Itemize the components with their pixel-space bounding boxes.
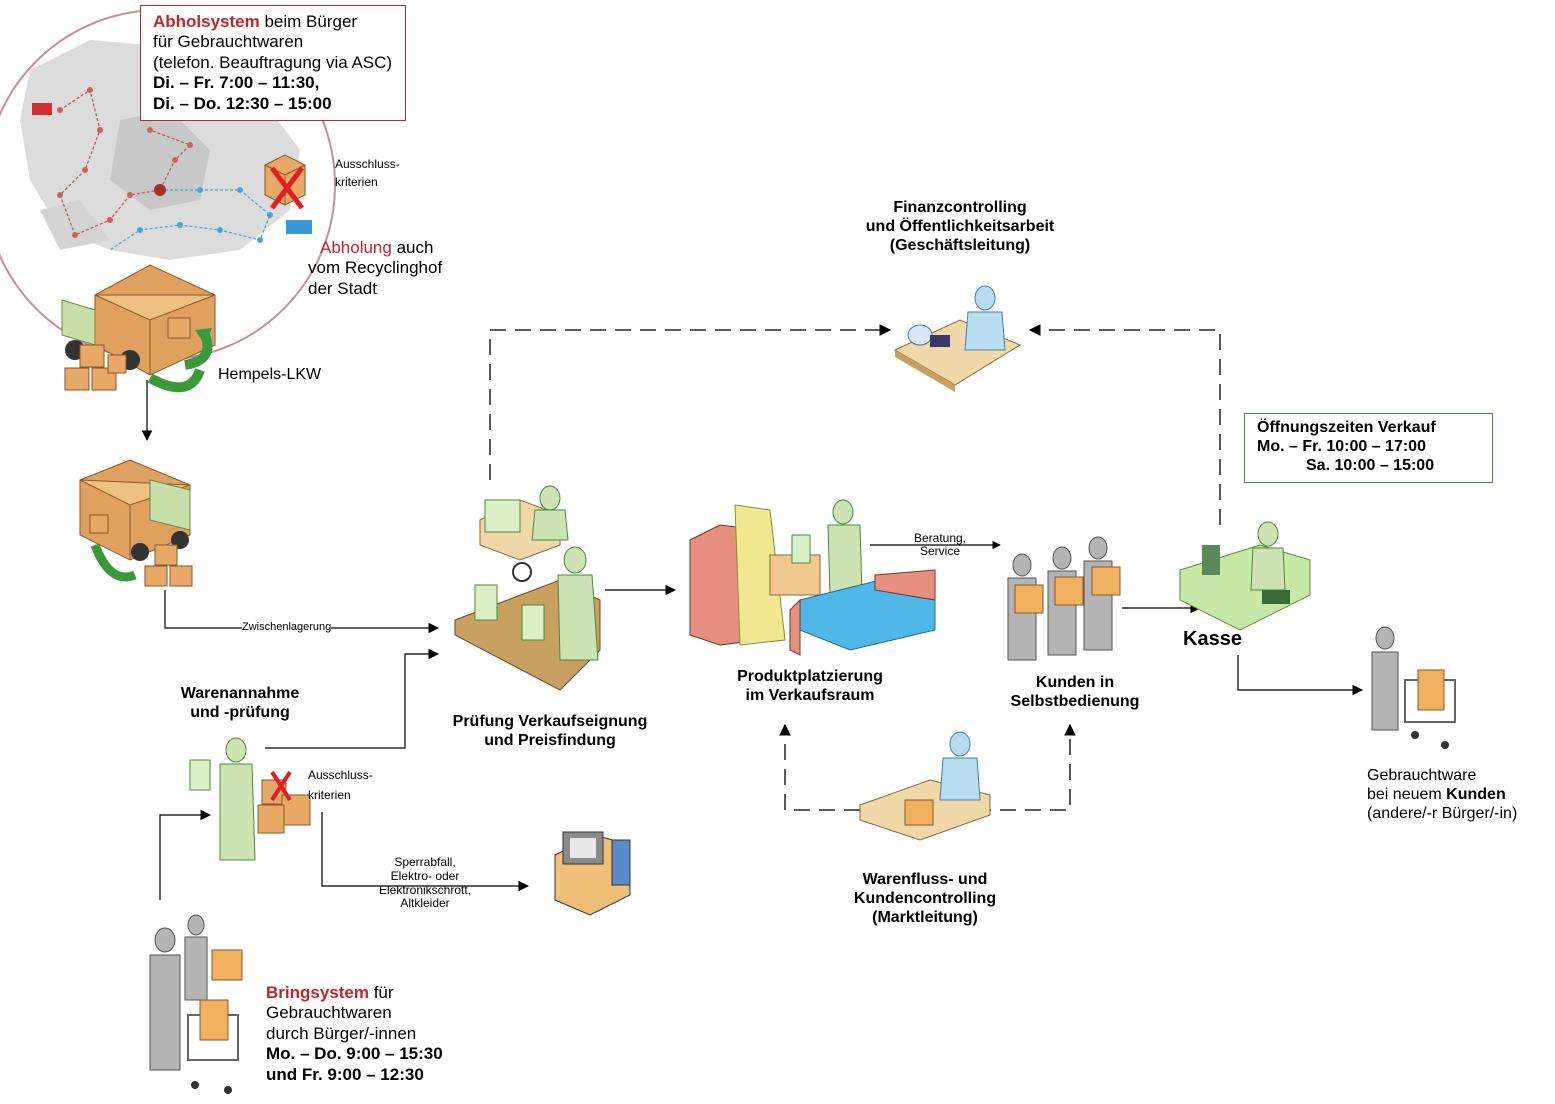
exclusion-top-line1: Ausschluss- [335, 157, 400, 171]
advice-label: Beratung, Service [895, 531, 985, 559]
control-arrows [489, 324, 1221, 811]
disposal-label: Sperrabfall, Elektro- oder Elektroniksch… [355, 855, 495, 911]
bring-line2: Gebrauchtwaren [266, 1003, 392, 1023]
exclusion-mid-line1: Ausschluss- [308, 768, 373, 782]
new-customer-line3: (andere/-r Bürger/-in) [1367, 805, 1518, 823]
finance-desk-icon [893, 285, 1022, 392]
customers-line1: Kunden in [1035, 674, 1115, 691]
sale-hours-box: Öffnungszeiten Verkauf Mo. – Fr. 10:00 –… [1244, 413, 1493, 483]
exclusion-top-line2: kriterien [335, 175, 378, 190]
bring-customers-icon [149, 914, 243, 1094]
advice-line2: Service [919, 544, 960, 559]
cashier-label: Kasse [1183, 628, 1242, 650]
boxes-icon [64, 344, 127, 391]
bring-hours2: und Fr. 9:00 – 12:30 [266, 1064, 424, 1084]
recycling-red: Abholung [320, 238, 392, 257]
truck-storage-icon [79, 459, 193, 587]
new-customer-bold: Kunden [1446, 786, 1506, 804]
cash-desk-icon [1179, 521, 1311, 631]
flow-arrows [141, 380, 1364, 900]
customers-line2: Selbstbedienung [1010, 693, 1140, 711]
customers-icon [1007, 536, 1121, 661]
disposal-line4: Altkleider [400, 896, 450, 911]
bring-title: Bringsystem [266, 983, 369, 1002]
goods-in-label: Warenannahme und -prüfung [160, 684, 320, 722]
check-label: Prüfung Verkaufseignung und Preisfindung [420, 712, 680, 750]
sale-hours-line2: Sa. 10:00 – 15:00 [1306, 457, 1435, 475]
pickup-hours1: Di. – Fr. 7:00 – 11:30, [153, 73, 320, 93]
bring-rest: für [368, 983, 394, 1002]
placement-line2: im Verkaufsraum [745, 687, 875, 705]
recycling-line3: der Stadt [308, 278, 377, 298]
management-desk-icon [859, 731, 991, 841]
advice-line1: Beratung, [913, 531, 967, 545]
finance-line2: und Öffentlichkeitsarbeit [865, 218, 1055, 236]
sale-hours-line1: Mo. – Fr. 10:00 – 17:00 [1257, 438, 1426, 456]
interim-storage-label: Zwischenlagerung [242, 621, 332, 635]
new-customer-line1: Gebrauchtware [1367, 767, 1477, 784]
exclusion-label-mid: Ausschluss- kriterien [308, 768, 373, 803]
pickup-line2: für Gebrauchtwaren [153, 32, 304, 52]
flow-control-label: Warenfluss- und Kundencontrolling (Markt… [820, 870, 1030, 928]
new-customer-line2: bei neuem [1367, 786, 1447, 804]
exclusion-label-top: Ausschluss- kriterien [335, 157, 400, 190]
finance-line3: (Geschäftsleitung) [889, 237, 1031, 255]
recycling-label: Abholung auch vom Recyclinghof der Stadt [308, 238, 442, 299]
placement-line1: Produktplatzierung [737, 668, 883, 685]
flow-control-line3: (Marktleitung) [872, 909, 978, 927]
excluded-box-icon [264, 154, 306, 210]
customers-label: Kunden in Selbstbedienung [975, 673, 1175, 711]
sale-hours-title: Öffnungszeiten Verkauf [1257, 419, 1436, 436]
check-line2: und Preisfindung [484, 732, 616, 750]
disposal-line3: Elektronikschrott, [378, 882, 472, 897]
sales-floor-icon [689, 499, 936, 656]
inspection-station-icon [454, 485, 601, 691]
bring-system-label: Bringsystem für Gebrauchtwaren durch Bür… [266, 983, 443, 1085]
goods-in-line2: und -prüfung [190, 704, 290, 722]
truck-icon [61, 264, 216, 376]
pickup-info-box: Abholsystem beim Bürger für Gebrauchtwar… [140, 5, 406, 121]
bring-line3: durch Bürger/-innen [266, 1023, 417, 1043]
placement-label: Produktplatzierung im Verkaufsraum [700, 667, 920, 705]
finance-line1: Finanzcontrolling [893, 199, 1027, 216]
check-line1: Prüfung Verkaufseignung [452, 713, 648, 730]
disposal-line1: Sperrabfall, [394, 855, 456, 869]
goods-receipt-icon [189, 737, 311, 861]
pickup-line3: (telefon. Beauftragung via ASC) [153, 52, 393, 72]
new-customer-icon [1371, 626, 1456, 749]
finance-label: Finanzcontrolling und Öffentlichkeitsarb… [810, 198, 1110, 256]
recycling-line2: vom Recyclinghof [308, 258, 443, 278]
pickup-hours2: Di. – Do. 12:30 – 15:00 [153, 93, 332, 113]
flow-control-line1: Warenfluss- und [862, 871, 988, 888]
pickup-line1: beim Bürger [259, 12, 358, 31]
appliances-icon [554, 831, 631, 916]
disposal-line2: Elektro- oder [390, 868, 460, 883]
pickup-title: Abholsystem [153, 12, 260, 31]
goods-in-line1: Warenannahme [180, 685, 300, 702]
flow-control-line2: Kundencontrolling [853, 890, 997, 908]
exclusion-mid-line2: kriterien [308, 788, 351, 803]
recycling-rest: auch [391, 238, 434, 257]
new-customer-label: Gebrauchtware bei neuem Kunden (andere/-… [1367, 766, 1517, 824]
bring-hours1: Mo. – Do. 9:00 – 15:30 [266, 1044, 443, 1064]
truck-label: Hempels-LKW [218, 366, 322, 383]
